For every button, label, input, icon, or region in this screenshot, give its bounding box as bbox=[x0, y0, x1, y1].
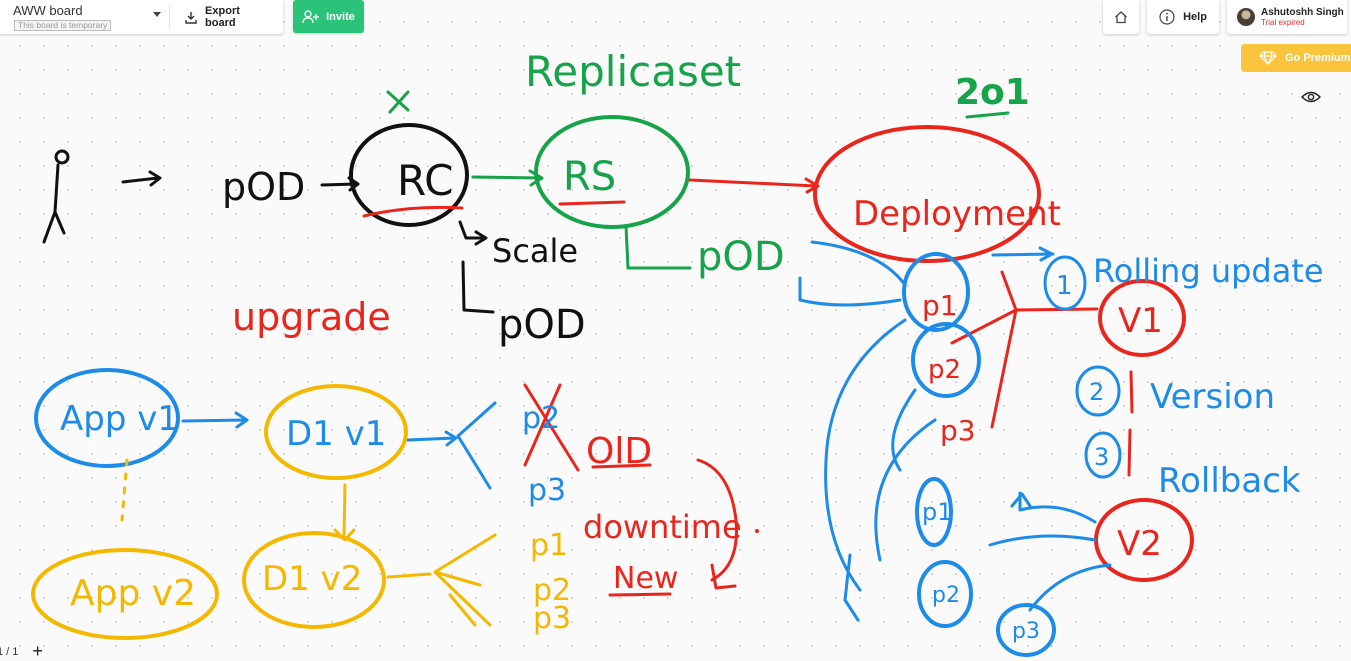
label-rolling-update: Rolling update bbox=[1093, 252, 1324, 290]
drawing-red bbox=[362, 125, 1194, 597]
board-title[interactable]: AWW board bbox=[13, 3, 83, 18]
label-deployment: Deployment bbox=[853, 194, 1061, 234]
label-app-v2: App v2 bbox=[70, 573, 196, 614]
drawing-yellow bbox=[31, 384, 497, 640]
export-board-button[interactable]: Export board bbox=[170, 0, 283, 34]
download-icon bbox=[185, 11, 197, 24]
chevron-down-icon[interactable] bbox=[153, 12, 161, 17]
label-p3-blue-b: p3 bbox=[1012, 619, 1040, 644]
toolbar-divider bbox=[169, 6, 171, 28]
label-p2-yellow: p2 bbox=[533, 573, 571, 608]
label-p3-red: p3 bbox=[940, 414, 976, 447]
home-icon bbox=[1115, 11, 1127, 24]
label-scale: Scale bbox=[492, 232, 578, 270]
add-page-button[interactable]: + bbox=[32, 641, 43, 661]
label-num-3: 3 bbox=[1094, 443, 1109, 471]
label-p1-blue: p1 bbox=[922, 498, 953, 526]
user-info: Ashutoshh Singh Trial expired bbox=[1261, 7, 1344, 27]
help-button[interactable]: Help bbox=[1147, 0, 1219, 34]
label-app-v1: App v1 bbox=[60, 399, 179, 439]
label-v1: V1 bbox=[1118, 301, 1163, 341]
label-p1-red: p1 bbox=[922, 289, 958, 322]
drawing-green bbox=[386, 90, 1010, 270]
label-v2: V2 bbox=[1117, 524, 1162, 564]
label-new: New bbox=[613, 561, 678, 596]
label-p3-blue: p3 bbox=[528, 473, 566, 508]
label-p2-blue: p2 bbox=[522, 401, 560, 436]
label-upgrade: upgrade bbox=[232, 295, 391, 339]
label-p2-blue-b: p2 bbox=[932, 583, 960, 608]
home-button[interactable] bbox=[1103, 0, 1139, 34]
go-premium-button[interactable]: Go Premium bbox=[1241, 44, 1351, 72]
label-2o1: 2o1 bbox=[955, 72, 1030, 113]
label-pod-1: pOD bbox=[222, 165, 305, 209]
label-version: Version bbox=[1150, 377, 1275, 417]
label-p2-red: p2 bbox=[928, 355, 961, 385]
info-icon bbox=[1159, 9, 1175, 25]
drawing-black bbox=[42, 123, 495, 314]
board-toolbar: AWW board This board is temporary Export… bbox=[0, 0, 283, 34]
label-num-2: 2 bbox=[1089, 378, 1104, 406]
diamond-icon bbox=[1259, 51, 1277, 66]
page-controls: 1 / 1 + bbox=[0, 641, 43, 661]
label-rs: RS bbox=[563, 154, 616, 200]
handwritten-labels: Replicaset 2o1 pOD RC Scale pOD RS pOD D… bbox=[60, 47, 1324, 644]
user-name: Ashutoshh Singh bbox=[1261, 7, 1344, 18]
user-menu[interactable]: Ashutoshh Singh Trial expired bbox=[1227, 0, 1347, 34]
board-title-menu[interactable]: AWW board This board is temporary bbox=[0, 0, 169, 34]
label-num-1: 1 bbox=[1056, 271, 1073, 301]
invite-label: Invite bbox=[326, 10, 355, 23]
label-rc: RC bbox=[397, 156, 453, 205]
label-d1-v1: D1 v1 bbox=[286, 414, 386, 454]
label-pod-2: pOD bbox=[498, 302, 586, 348]
label-p1-yellow: p1 bbox=[530, 528, 568, 563]
label-replicaset: Replicaset bbox=[525, 47, 741, 96]
drawing-blue bbox=[34, 240, 1122, 657]
label-rollback: Rollback bbox=[1158, 461, 1301, 501]
page-indicator: 1 / 1 bbox=[0, 645, 19, 658]
label-p3-yellow: p3 bbox=[533, 601, 571, 636]
label-downtime: downtime bbox=[583, 508, 742, 546]
label-pod-3: pOD bbox=[697, 234, 785, 280]
add-user-icon bbox=[302, 9, 320, 23]
temporary-badge: This board is temporary bbox=[14, 20, 112, 31]
eye-icon[interactable] bbox=[1301, 90, 1321, 104]
avatar[interactable] bbox=[1237, 8, 1255, 26]
export-board-label: Export board bbox=[205, 5, 240, 29]
label-old: OlD bbox=[586, 431, 652, 472]
trial-status: Trial expired bbox=[1261, 18, 1305, 27]
invite-button[interactable]: Invite bbox=[293, 0, 364, 33]
label-d1-v2: D1 v2 bbox=[262, 559, 362, 599]
go-premium-label: Go Premium bbox=[1285, 52, 1351, 64]
help-label: Help bbox=[1183, 11, 1207, 23]
